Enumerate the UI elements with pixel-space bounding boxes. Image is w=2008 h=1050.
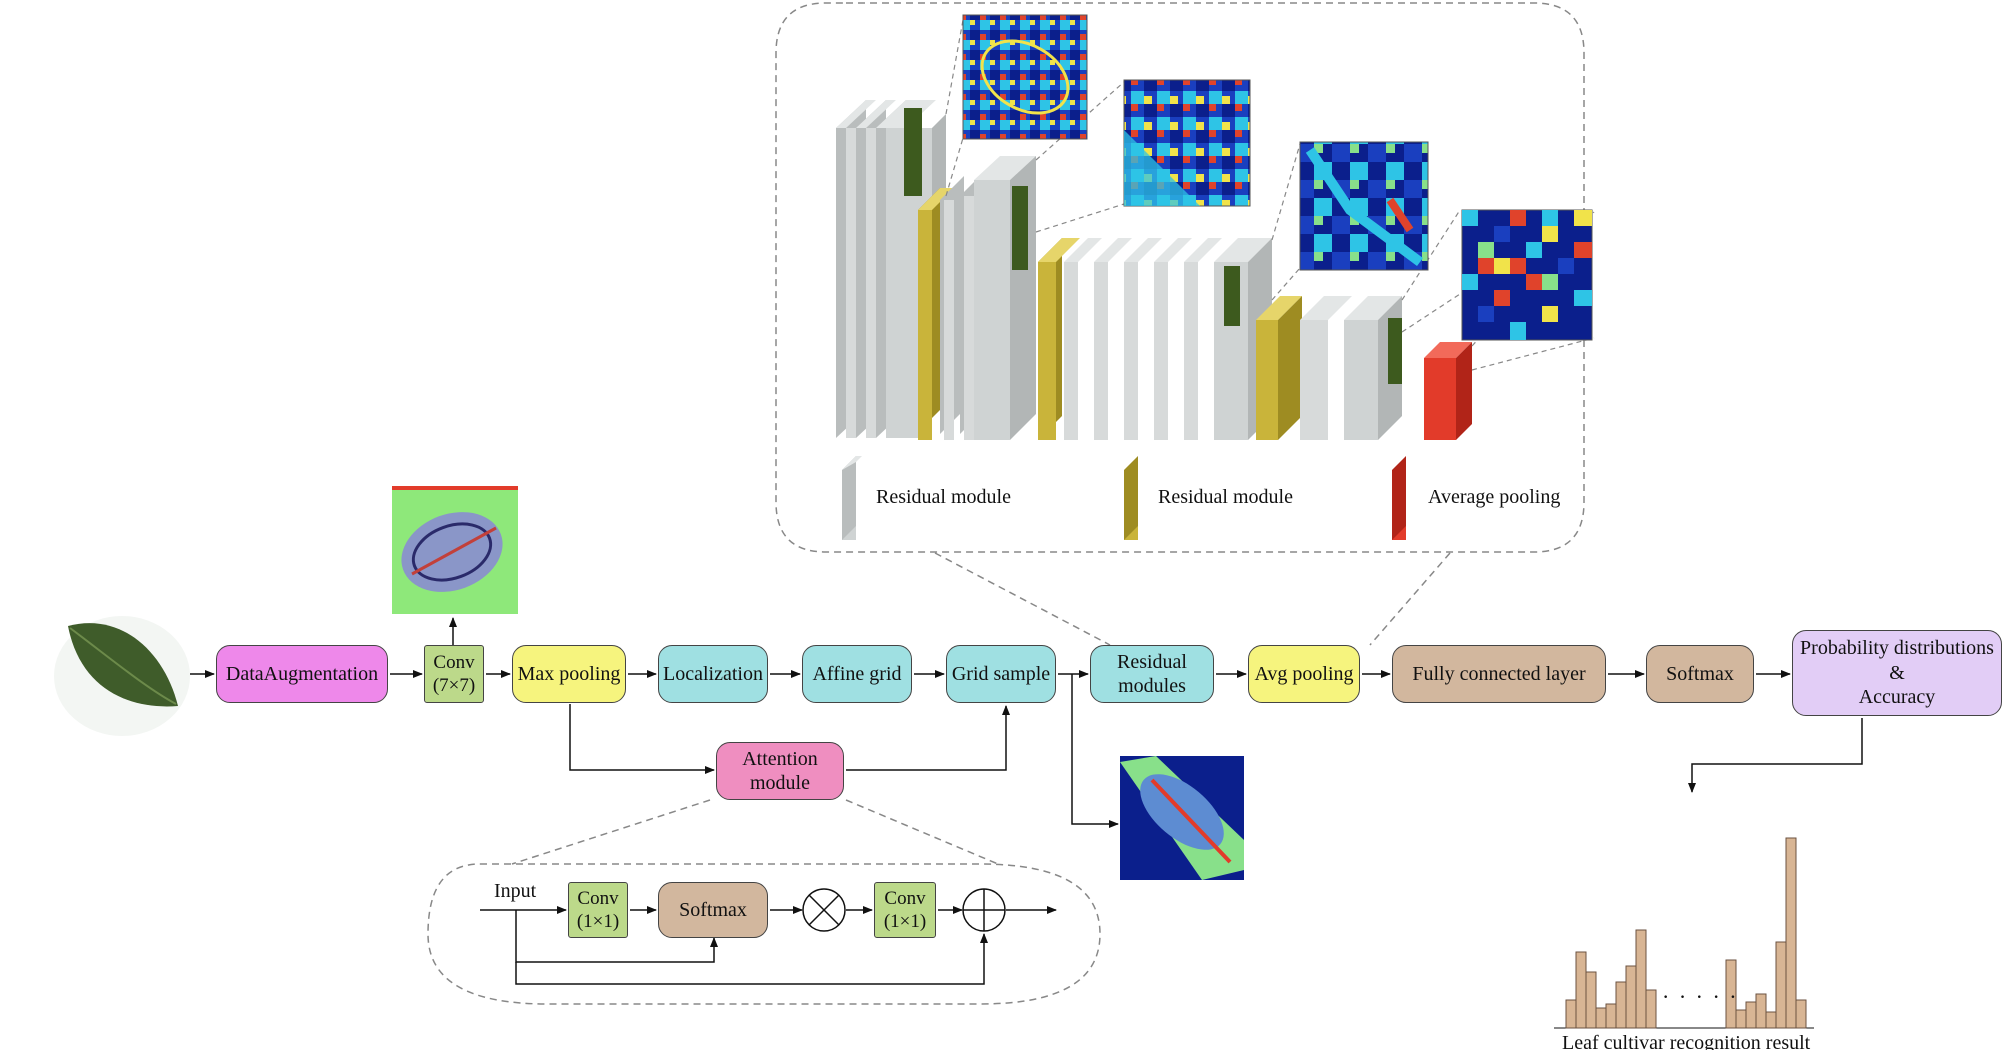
probability-label-line3: Accuracy [1858,686,1936,709]
attention-conv1b-line1: Conv [884,887,926,909]
average-pooling-block [1424,342,1472,440]
attention-conv1-box-b: Conv (1×1) [874,882,936,938]
localization-box: Localization [658,645,768,703]
probability-label-line1: Probability distributions [1800,637,1994,660]
grid-sample-label: Grid sample [951,662,1051,685]
fully-connected-label: Fully connected layer [1412,662,1586,685]
residual-modules-label-line1: Residual [1117,650,1187,673]
multiply-icon [802,888,846,932]
avg-pooling-box: Avg pooling [1248,645,1360,703]
legend-red-label: Average pooling [1428,486,1561,508]
softmax-box: Softmax [1646,645,1754,703]
attention-conv1-box-a: Conv (1×1) [568,882,628,938]
histogram-caption: Leaf cultivar recognition result [1562,1032,1811,1050]
max-pooling-label: Max pooling [517,662,621,685]
legend-red-icon [1392,456,1406,540]
attention-conv1a-line2: (1×1) [576,911,620,932]
conv-feature-image [392,486,518,614]
attention-module-box: Attention module [716,742,844,800]
attention-detail-frame [427,863,1101,1005]
attention-softmax-box: Softmax [658,882,768,938]
avg-pooling-label: Avg pooling [1254,662,1354,685]
attention-module-label-line1: Attention [742,747,818,770]
attention-module-label-line2: module [750,772,810,794]
residual-block-group-2 [918,156,1036,440]
conv7-label-line1: Conv [433,651,475,673]
transformed-feature-image [1120,756,1244,880]
data-augmentation-box: DataAugmentation [216,645,388,703]
affine-grid-box: Affine grid [802,645,912,703]
data-augmentation-label: DataAugmentation [225,662,379,685]
add-icon [962,888,1006,932]
residual-modules-label-line2: modules [1118,675,1186,697]
feature-map-stage-4 [1461,209,1593,341]
max-pooling-box: Max pooling [512,645,626,703]
attention-softmax-label: Softmax [679,898,747,921]
feature-map-stage-1 [962,14,1088,140]
attention-conv1b-line2: (1×1) [883,911,927,932]
conv7-label-line2: (7×7) [432,675,476,696]
residual-modules-box: Residual modules [1090,645,1214,703]
histogram-ellipsis: · · · · · [1662,984,1739,1009]
legend-olive-icon [1124,456,1138,540]
conv7-box: Conv (7×7) [424,645,484,703]
grid-sample-box: Grid sample [946,645,1056,703]
leaf-image [54,616,190,736]
legend-gray-label: Residual module [876,486,1011,508]
localization-label: Localization [663,662,763,685]
histogram-chart [1554,837,1814,1029]
affine-grid-label: Affine grid [812,662,902,685]
residual-block-group-4 [1256,296,1402,440]
residual-block-group-3 [1038,238,1272,440]
probability-label-line2: & [1889,661,1905,684]
fully-connected-box: Fully connected layer [1392,645,1606,703]
legend-gray-icon [842,456,862,540]
attention-conv1a-line1: Conv [577,887,619,909]
probability-box: Probability distributions & Accuracy [1792,630,2002,716]
softmax-label: Softmax [1666,662,1734,685]
attention-input-label: Input [494,880,537,902]
legend-olive-label: Residual module [1158,486,1293,508]
